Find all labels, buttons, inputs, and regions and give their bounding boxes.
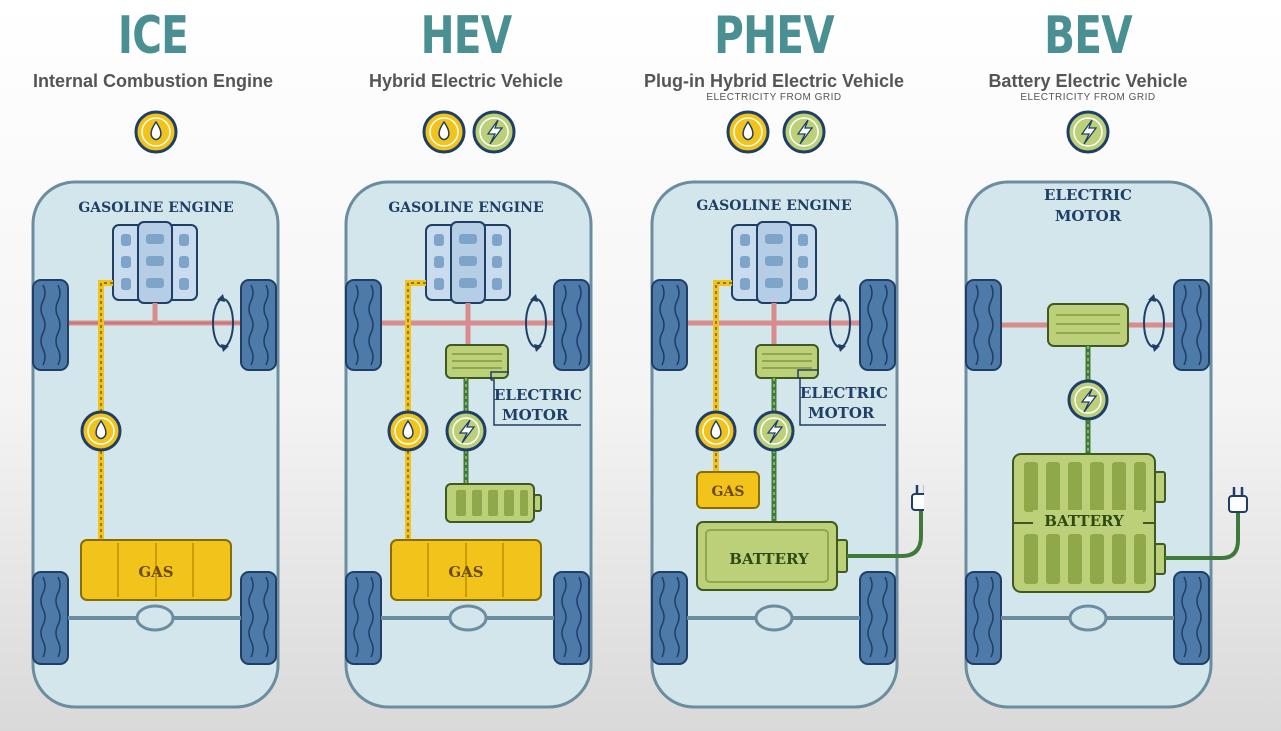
electricity-bolt-icon bbox=[1067, 379, 1109, 421]
battery-label: BATTERY bbox=[729, 550, 809, 568]
vehicle-full-name: Battery Electric Vehicle bbox=[988, 71, 1188, 91]
vehicle-full-name: Internal Combustion Engine bbox=[32, 71, 273, 91]
wheel bbox=[240, 571, 277, 665]
wheel bbox=[859, 571, 896, 665]
bev-drivetrain-diagram: ELECTRIC MOTOR bbox=[964, 110, 1248, 709]
fuel-drop-icon bbox=[422, 110, 466, 154]
gas-label: GAS bbox=[448, 563, 483, 581]
vehicle-abbr: BEV bbox=[1044, 6, 1132, 66]
fuel-drop-icon bbox=[387, 410, 429, 452]
wheel bbox=[240, 279, 277, 371]
wheel bbox=[553, 279, 590, 371]
rotation-arrow-icon bbox=[525, 294, 547, 352]
power-plug-icon bbox=[1228, 487, 1248, 513]
motor-label-line-2: MOTOR bbox=[808, 404, 875, 422]
fuel-drop-icon bbox=[726, 110, 770, 154]
bev-column: BEV Battery Electric Vehicle ELECTRICITY… bbox=[938, 0, 1248, 731]
engine-label: GASOLINE ENGINE bbox=[78, 200, 233, 216]
wheel bbox=[651, 279, 688, 371]
vehicle-abbr: PHEV bbox=[714, 6, 834, 66]
electricity-bolt-icon bbox=[1066, 110, 1110, 154]
rotation-arrow-icon bbox=[829, 294, 851, 352]
motor-label-line-2: MOTOR bbox=[1055, 207, 1122, 225]
wheel bbox=[553, 571, 590, 665]
electricity-bolt-icon bbox=[445, 410, 487, 452]
wheel bbox=[1173, 571, 1210, 665]
gas-tank bbox=[390, 539, 542, 601]
vehicle-subtitle: ELECTRICITY FROM GRID bbox=[1020, 92, 1156, 103]
electric-motor bbox=[1047, 303, 1129, 347]
gasoline-engine bbox=[112, 221, 198, 304]
ice-column: ICE Internal Combustion Engine GASOLINE … bbox=[3, 0, 303, 731]
wheel bbox=[345, 571, 382, 665]
wheel bbox=[345, 279, 382, 371]
rotation-arrow-icon bbox=[1143, 294, 1165, 352]
vehicle-abbr: HEV bbox=[420, 6, 512, 66]
phev-column: PHEV Plug-in Hybrid Electric Vehicle ELE… bbox=[624, 0, 924, 731]
electric-motor bbox=[445, 344, 509, 379]
battery bbox=[445, 483, 542, 523]
motor-label-line-2: MOTOR bbox=[502, 406, 569, 424]
wheel bbox=[859, 279, 896, 371]
motor-label-line-1: ELECTRIC bbox=[1044, 186, 1132, 204]
electricity-bolt-icon bbox=[782, 110, 826, 154]
gas-label: GAS bbox=[138, 563, 173, 581]
vehicle-full-name: Hybrid Electric Vehicle bbox=[368, 71, 564, 91]
fuel-drop-icon bbox=[695, 410, 737, 452]
fuel-drop-icon bbox=[80, 410, 122, 452]
engine-label: GASOLINE ENGINE bbox=[696, 198, 851, 214]
ice-drivetrain-diagram: GASOLINE ENGINE bbox=[31, 110, 280, 709]
motor-label-line-1: ELECTRIC bbox=[494, 386, 582, 404]
wheel bbox=[965, 571, 1002, 665]
vehicle-full-name: Plug-in Hybrid Electric Vehicle bbox=[643, 71, 905, 91]
gas-tank bbox=[696, 471, 760, 509]
wheel bbox=[651, 571, 688, 665]
battery bbox=[696, 521, 848, 591]
electric-motor bbox=[755, 344, 819, 379]
wheel bbox=[32, 279, 69, 371]
gasoline-engine bbox=[425, 221, 511, 304]
gasoline-engine bbox=[731, 221, 817, 304]
engine-label: GASOLINE ENGINE bbox=[388, 200, 543, 216]
rotation-arrow-icon bbox=[212, 294, 234, 352]
battery-label: BATTERY bbox=[1044, 512, 1124, 530]
vehicle-abbr: ICE bbox=[117, 6, 189, 66]
electricity-bolt-icon bbox=[472, 110, 516, 154]
hev-drivetrain-diagram: GASOLINE ENGINE bbox=[344, 110, 593, 709]
gas-label: GAS bbox=[712, 484, 745, 500]
wheel bbox=[965, 279, 1002, 371]
wheel bbox=[32, 571, 69, 665]
motor-label-line-1: ELECTRIC bbox=[800, 384, 888, 402]
vehicle-subtitle: ELECTRICITY FROM GRID bbox=[706, 92, 842, 103]
fuel-drop-icon bbox=[134, 110, 178, 154]
gas-tank bbox=[80, 539, 232, 601]
phev-drivetrain-diagram: GASOLINE ENGINE bbox=[650, 110, 924, 709]
wheel bbox=[1173, 279, 1210, 371]
power-plug-icon bbox=[911, 485, 924, 511]
electricity-bolt-icon bbox=[753, 410, 795, 452]
hev-column: HEV Hybrid Electric Vehicle GASOLINE ENG… bbox=[316, 0, 616, 731]
